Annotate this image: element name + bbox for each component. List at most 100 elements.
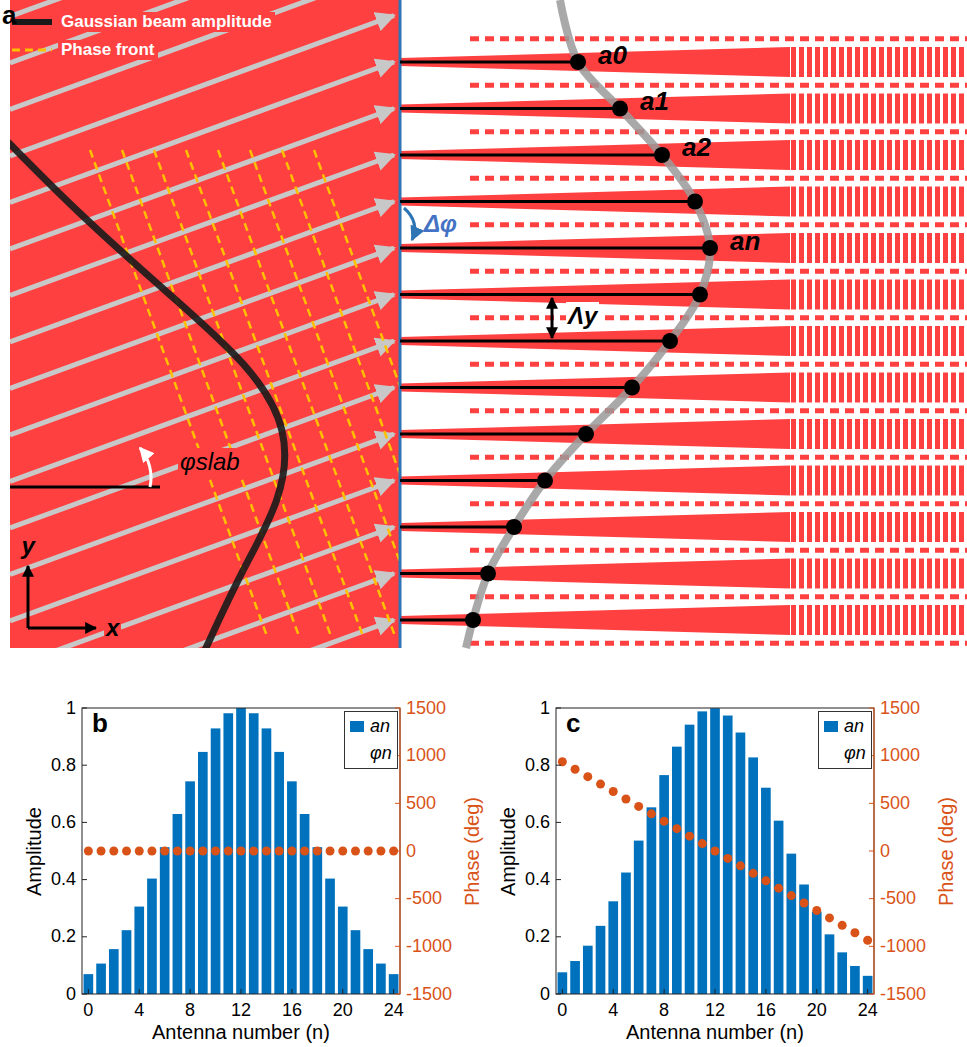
- amplitude-bar: [723, 716, 733, 994]
- phase-dot: [287, 847, 296, 856]
- antenna-taper: [400, 47, 790, 77]
- phase-dot: [571, 765, 580, 774]
- amplitude-stem: [400, 479, 545, 482]
- phase-dot: [634, 802, 643, 811]
- tick-mark: [556, 765, 561, 766]
- tick-label: 1000: [880, 745, 920, 766]
- tick-mark: [556, 822, 561, 823]
- amplitude-bar: [287, 781, 297, 994]
- amplitude-stem: [400, 293, 700, 296]
- tick-label: 8: [659, 1000, 669, 1021]
- amplitude-stem: [400, 386, 632, 389]
- amplitude-bar: [799, 884, 809, 994]
- phase-dot: [160, 847, 169, 856]
- figure-label: a0: [598, 41, 627, 71]
- phase-dot: [364, 847, 373, 856]
- amplitude-bar: [863, 976, 873, 994]
- amplitude-bar: [825, 934, 835, 994]
- amplitude-bar: [211, 728, 221, 994]
- phase-dot: [838, 921, 847, 930]
- grating-gap: [470, 641, 967, 646]
- antenna-taper: [400, 512, 790, 542]
- beam-ray: [10, 248, 394, 388]
- amplitude-bar: [774, 821, 784, 994]
- phase-dot: [660, 817, 669, 826]
- beam-ray: [10, 295, 394, 435]
- tick-label: 24: [858, 1000, 878, 1021]
- tick-label: 0.8: [525, 755, 550, 776]
- tick-mark: [765, 989, 766, 994]
- legend-text: an: [844, 716, 864, 737]
- beam-ray: [10, 388, 394, 528]
- amplitude-bar: [389, 974, 399, 994]
- amplitude-bar: [837, 952, 847, 994]
- beam-ray: [10, 434, 394, 574]
- amplitude-stem: [400, 526, 514, 529]
- phase-dot: [186, 847, 195, 856]
- tick-label: -1500: [880, 984, 926, 1005]
- phase-dot: [97, 847, 106, 856]
- figure-label: a2: [682, 133, 711, 163]
- phase-dot: [262, 847, 271, 856]
- amplitude-dot: [654, 147, 670, 163]
- antenna-taper: [400, 559, 790, 589]
- amplitude-bar: [338, 907, 348, 994]
- amplitude-dot: [506, 519, 522, 535]
- amplitude-bar: [363, 949, 373, 994]
- antenna-grating: [790, 140, 967, 170]
- grating-gap: [470, 408, 967, 413]
- tick-label: 24: [384, 1000, 404, 1021]
- grating-gap: [470, 83, 967, 88]
- phase-dot: [198, 847, 207, 856]
- tick-mark: [241, 989, 242, 994]
- figure-label: Λy: [566, 302, 599, 330]
- grating-gap: [470, 501, 967, 506]
- amplitude-bar: [236, 708, 246, 994]
- grating-gap: [470, 176, 967, 181]
- beam-ray: [10, 16, 394, 156]
- tick-mark: [556, 708, 561, 709]
- tick-mark: [556, 936, 561, 937]
- tick-label: 500: [880, 793, 910, 814]
- amplitude-stem: [400, 433, 586, 436]
- beam-ray: [10, 481, 394, 621]
- tick-label: 20: [333, 1000, 353, 1021]
- tick-label: 16: [756, 1000, 776, 1021]
- phase-dot: [723, 854, 732, 863]
- tick-label: 0: [83, 1000, 93, 1021]
- grating-gap: [470, 594, 967, 599]
- phase-dot: [173, 847, 182, 856]
- legend-line-sample: [12, 19, 52, 25]
- grating-gap: [470, 548, 967, 553]
- phase-dot: [338, 847, 347, 856]
- tick-mark: [88, 989, 89, 994]
- amplitude-stem: [400, 572, 488, 575]
- phase-step-arrow: [404, 208, 415, 240]
- tick-mark: [869, 898, 874, 899]
- beam-ray: [10, 620, 394, 648]
- grating-gap: [470, 269, 967, 274]
- amplitude-envelope: [466, 0, 710, 648]
- antenna-taper: [400, 373, 790, 403]
- tick-mark: [395, 708, 400, 709]
- tick-mark: [342, 989, 343, 994]
- antenna-grating: [790, 512, 967, 542]
- antenna-grating: [790, 280, 967, 310]
- amplitude-bar: [659, 775, 669, 994]
- tick-label: 12: [231, 1000, 251, 1021]
- phase-front: [90, 150, 268, 639]
- phase-dot: [596, 780, 605, 789]
- tick-mark: [395, 994, 400, 995]
- tick-label: -1500: [406, 984, 452, 1005]
- amplitude-bar: [262, 728, 272, 994]
- tick-label: 8: [185, 1000, 195, 1021]
- tick-mark: [82, 708, 87, 709]
- amplitude-bar: [786, 854, 796, 994]
- tick-mark: [190, 989, 191, 994]
- reference-line: [10, 486, 160, 489]
- axis-label: Phase (deg): [934, 797, 957, 906]
- tick-label: 0.6: [525, 812, 550, 833]
- charts: [82, 708, 874, 994]
- grating-gap: [470, 222, 967, 227]
- beam-ray: [10, 0, 394, 109]
